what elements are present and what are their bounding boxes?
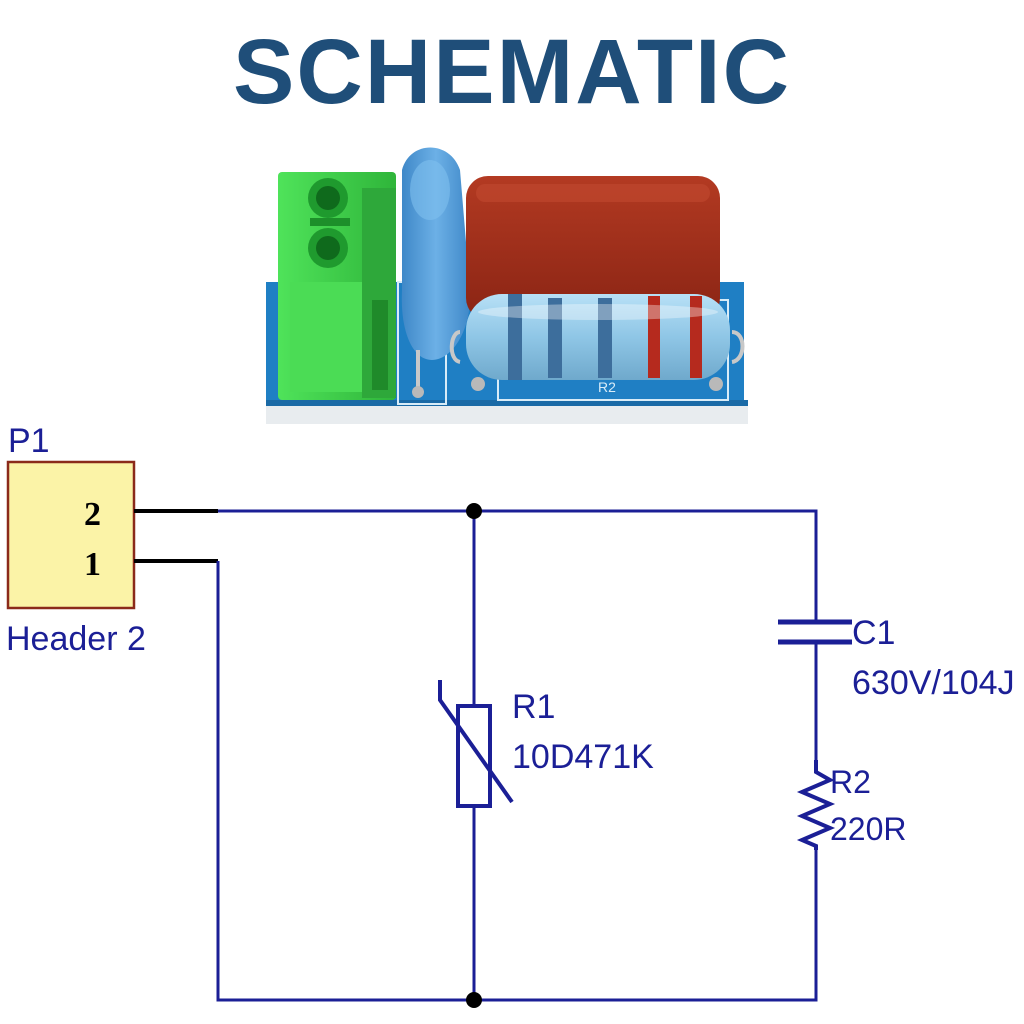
page-title: SCHEMATIC: [232, 21, 792, 123]
screw-terminal: [278, 172, 396, 400]
varistor-value: 10D471K: [512, 738, 654, 776]
wire-top-rail: [218, 509, 818, 560]
capacitor-symbol: [778, 619, 852, 645]
varistor-component: [401, 147, 471, 398]
film-capacitor-component: [466, 176, 720, 320]
header-name: Header 2: [6, 620, 146, 658]
header-pin-1-label: 1: [84, 546, 101, 583]
pcb-edge: [266, 404, 748, 424]
pcb-silkscreen-label: R2: [598, 379, 616, 395]
junction-bottom: [466, 992, 482, 1008]
junction-top: [466, 503, 482, 519]
resistor-designator: R2: [830, 764, 871, 800]
varistor-designator: R1: [512, 688, 555, 726]
wires: [216, 509, 818, 1002]
resistor-value: 220R: [830, 811, 907, 847]
wire-pin1-down: [216, 561, 818, 1002]
varistor-symbol: [438, 600, 514, 900]
header-designator: P1: [8, 422, 50, 460]
resistor-symbol: [796, 760, 836, 850]
capacitor-value: 630V/104J: [852, 664, 1015, 702]
pcb-module-illustration: R2: [266, 147, 748, 424]
header-symbol: [6, 460, 136, 610]
resistor-component: [449, 294, 745, 391]
header-pin-2-label: 2: [84, 496, 101, 533]
capacitor-designator: C1: [852, 614, 895, 652]
